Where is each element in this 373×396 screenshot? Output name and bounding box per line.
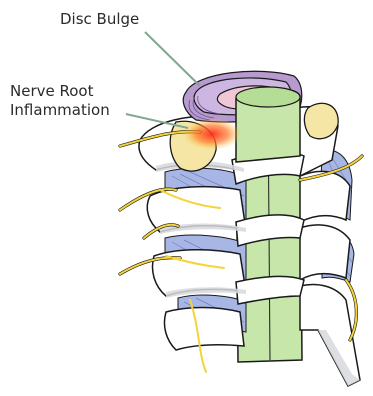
nerve-inflammation xyxy=(182,118,242,150)
nerve-root-label-line1: Nerve Root xyxy=(10,82,93,101)
disc-bulge-label: Disc Bulge xyxy=(60,10,139,29)
disc-bulge-leader xyxy=(145,32,200,86)
nerve-root-label-line2: Inflammation xyxy=(10,101,110,120)
